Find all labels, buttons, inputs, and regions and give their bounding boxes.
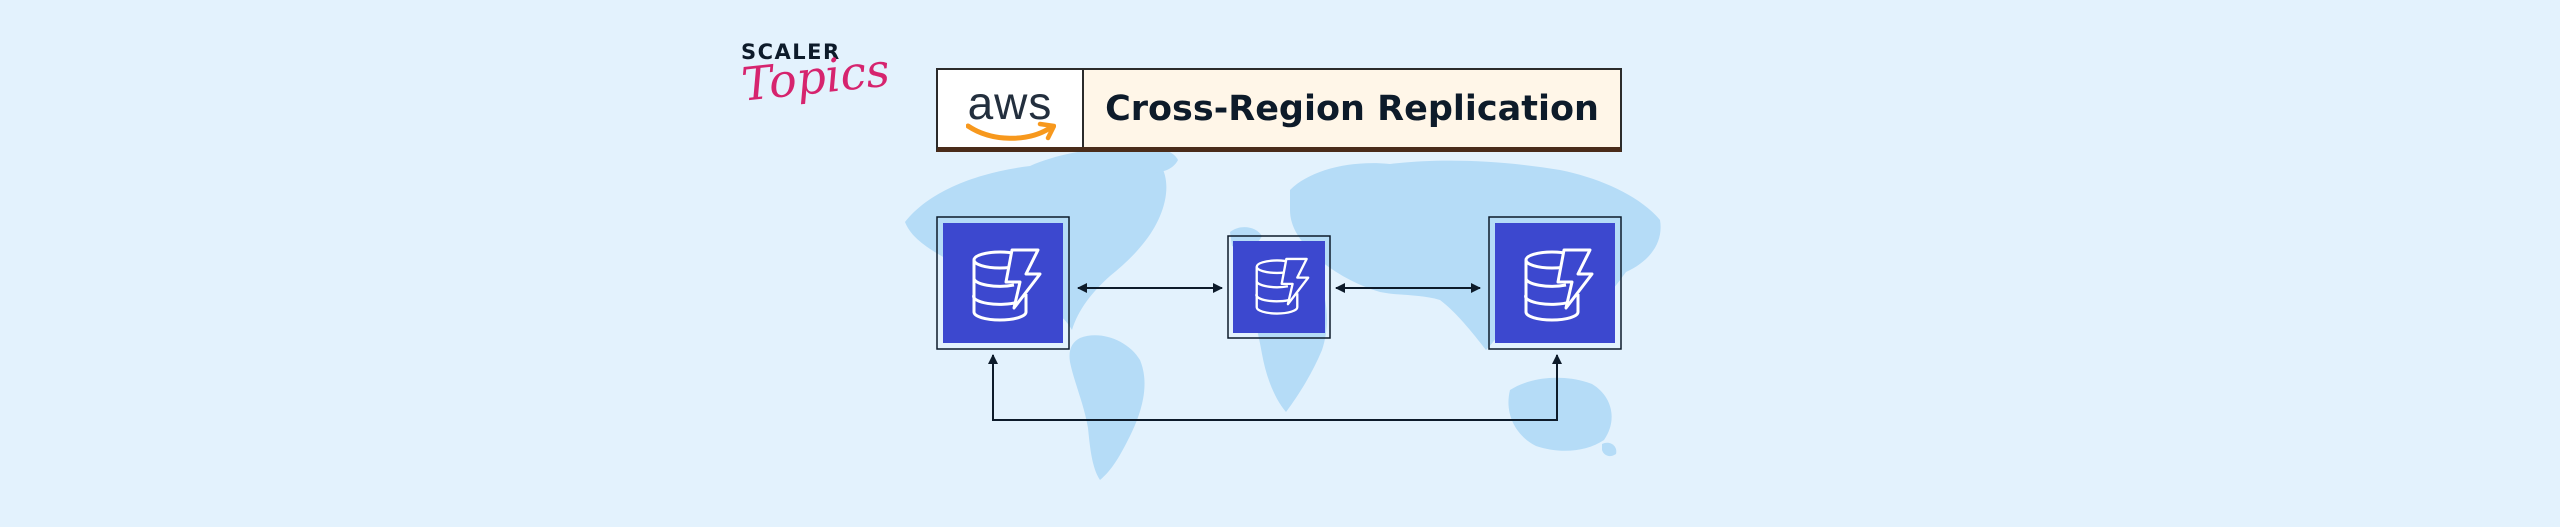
scaler-topics-logo: SCALER Topics [737,38,892,128]
title-banner: aws Cross-Region Replication [936,68,1622,152]
connections [988,283,1562,421]
aws-logo: aws [938,70,1084,147]
node-center-db [1227,235,1331,339]
arrow-left-right-loop [988,354,1562,421]
page-title: Cross-Region Replication [1105,88,1599,129]
aws-logo-text: aws [967,77,1053,129]
aws-smile-icon [966,121,1056,141]
node-left-db [936,216,1070,350]
brand-scaler-text: SCALER [741,40,841,64]
node-right-db [1488,216,1622,350]
